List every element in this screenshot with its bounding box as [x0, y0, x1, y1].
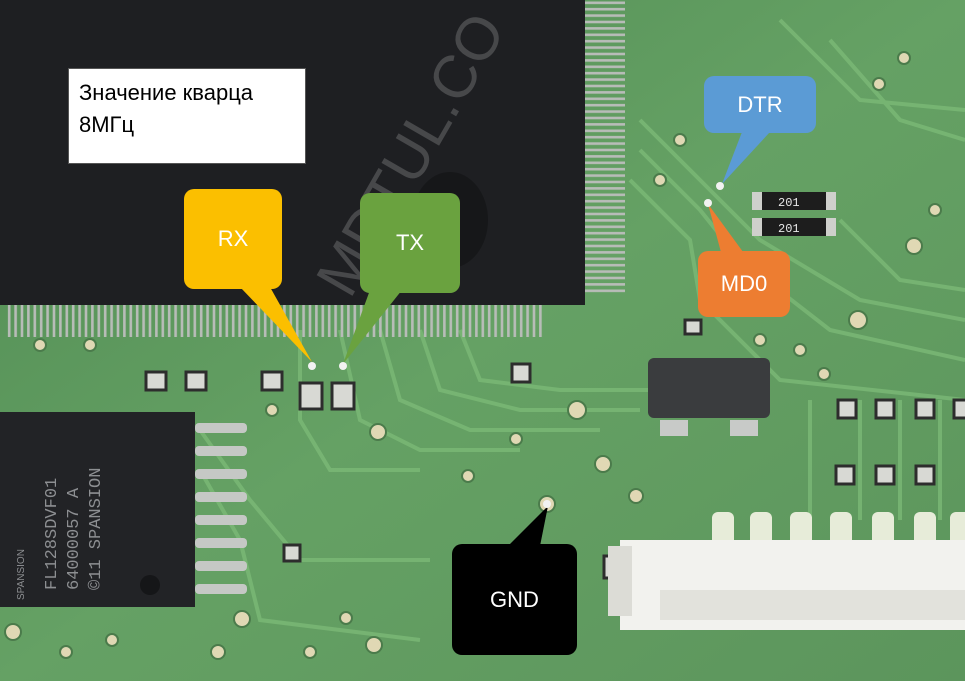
tx-callout: TX — [360, 193, 460, 293]
smd-components — [144, 318, 965, 580]
rx-test-point — [308, 362, 316, 370]
ribbon-connector — [608, 512, 965, 630]
flash-chip-pins — [195, 423, 247, 594]
dtr-test-point — [716, 182, 724, 190]
gnd-test-point — [543, 500, 551, 508]
dtr-callout-pointer — [722, 132, 770, 184]
crystal-oscillator — [648, 358, 770, 418]
flash-chip-marking-line-2: 64000057 A — [65, 487, 84, 590]
gnd-callout-pointer — [508, 506, 548, 546]
md0-callout-pointer — [708, 204, 746, 256]
flash-chip-pin1-dot — [140, 575, 160, 595]
rx-callout-pointer — [240, 287, 312, 362]
test-points — [308, 182, 724, 508]
flash-chip-marking-line-1: FL128SDVF01 — [43, 478, 62, 590]
rx-callout: RX — [184, 189, 282, 289]
processor-pins-right — [585, 0, 625, 295]
flash-chip — [0, 412, 195, 607]
crystal-note-line-1: Значение кварца — [79, 80, 254, 105]
md0-callout: MD0 — [698, 251, 790, 317]
crystal-note-line-2: 8МГц — [79, 112, 135, 137]
resistor-marking-1: 201 — [778, 196, 800, 210]
dtr-callout: DTR — [704, 76, 816, 133]
md0-test-point — [704, 199, 712, 207]
tx-callout-pointer — [343, 290, 402, 364]
flash-chip-brand: SPANSION — [16, 549, 27, 600]
crystal-frequency-note: Значение кварца 8МГц — [68, 68, 306, 164]
tx-test-point — [339, 362, 347, 370]
resistor-marking-2: 201 — [778, 222, 800, 236]
smd-resistors: 201 201 — [752, 192, 836, 236]
gnd-callout: GND — [452, 544, 577, 655]
flash-chip-marking: FL128SDVF01 64000057 A ©11 SPANSION — [43, 468, 106, 590]
flash-chip-marking-line-3: ©11 SPANSION — [87, 468, 106, 590]
